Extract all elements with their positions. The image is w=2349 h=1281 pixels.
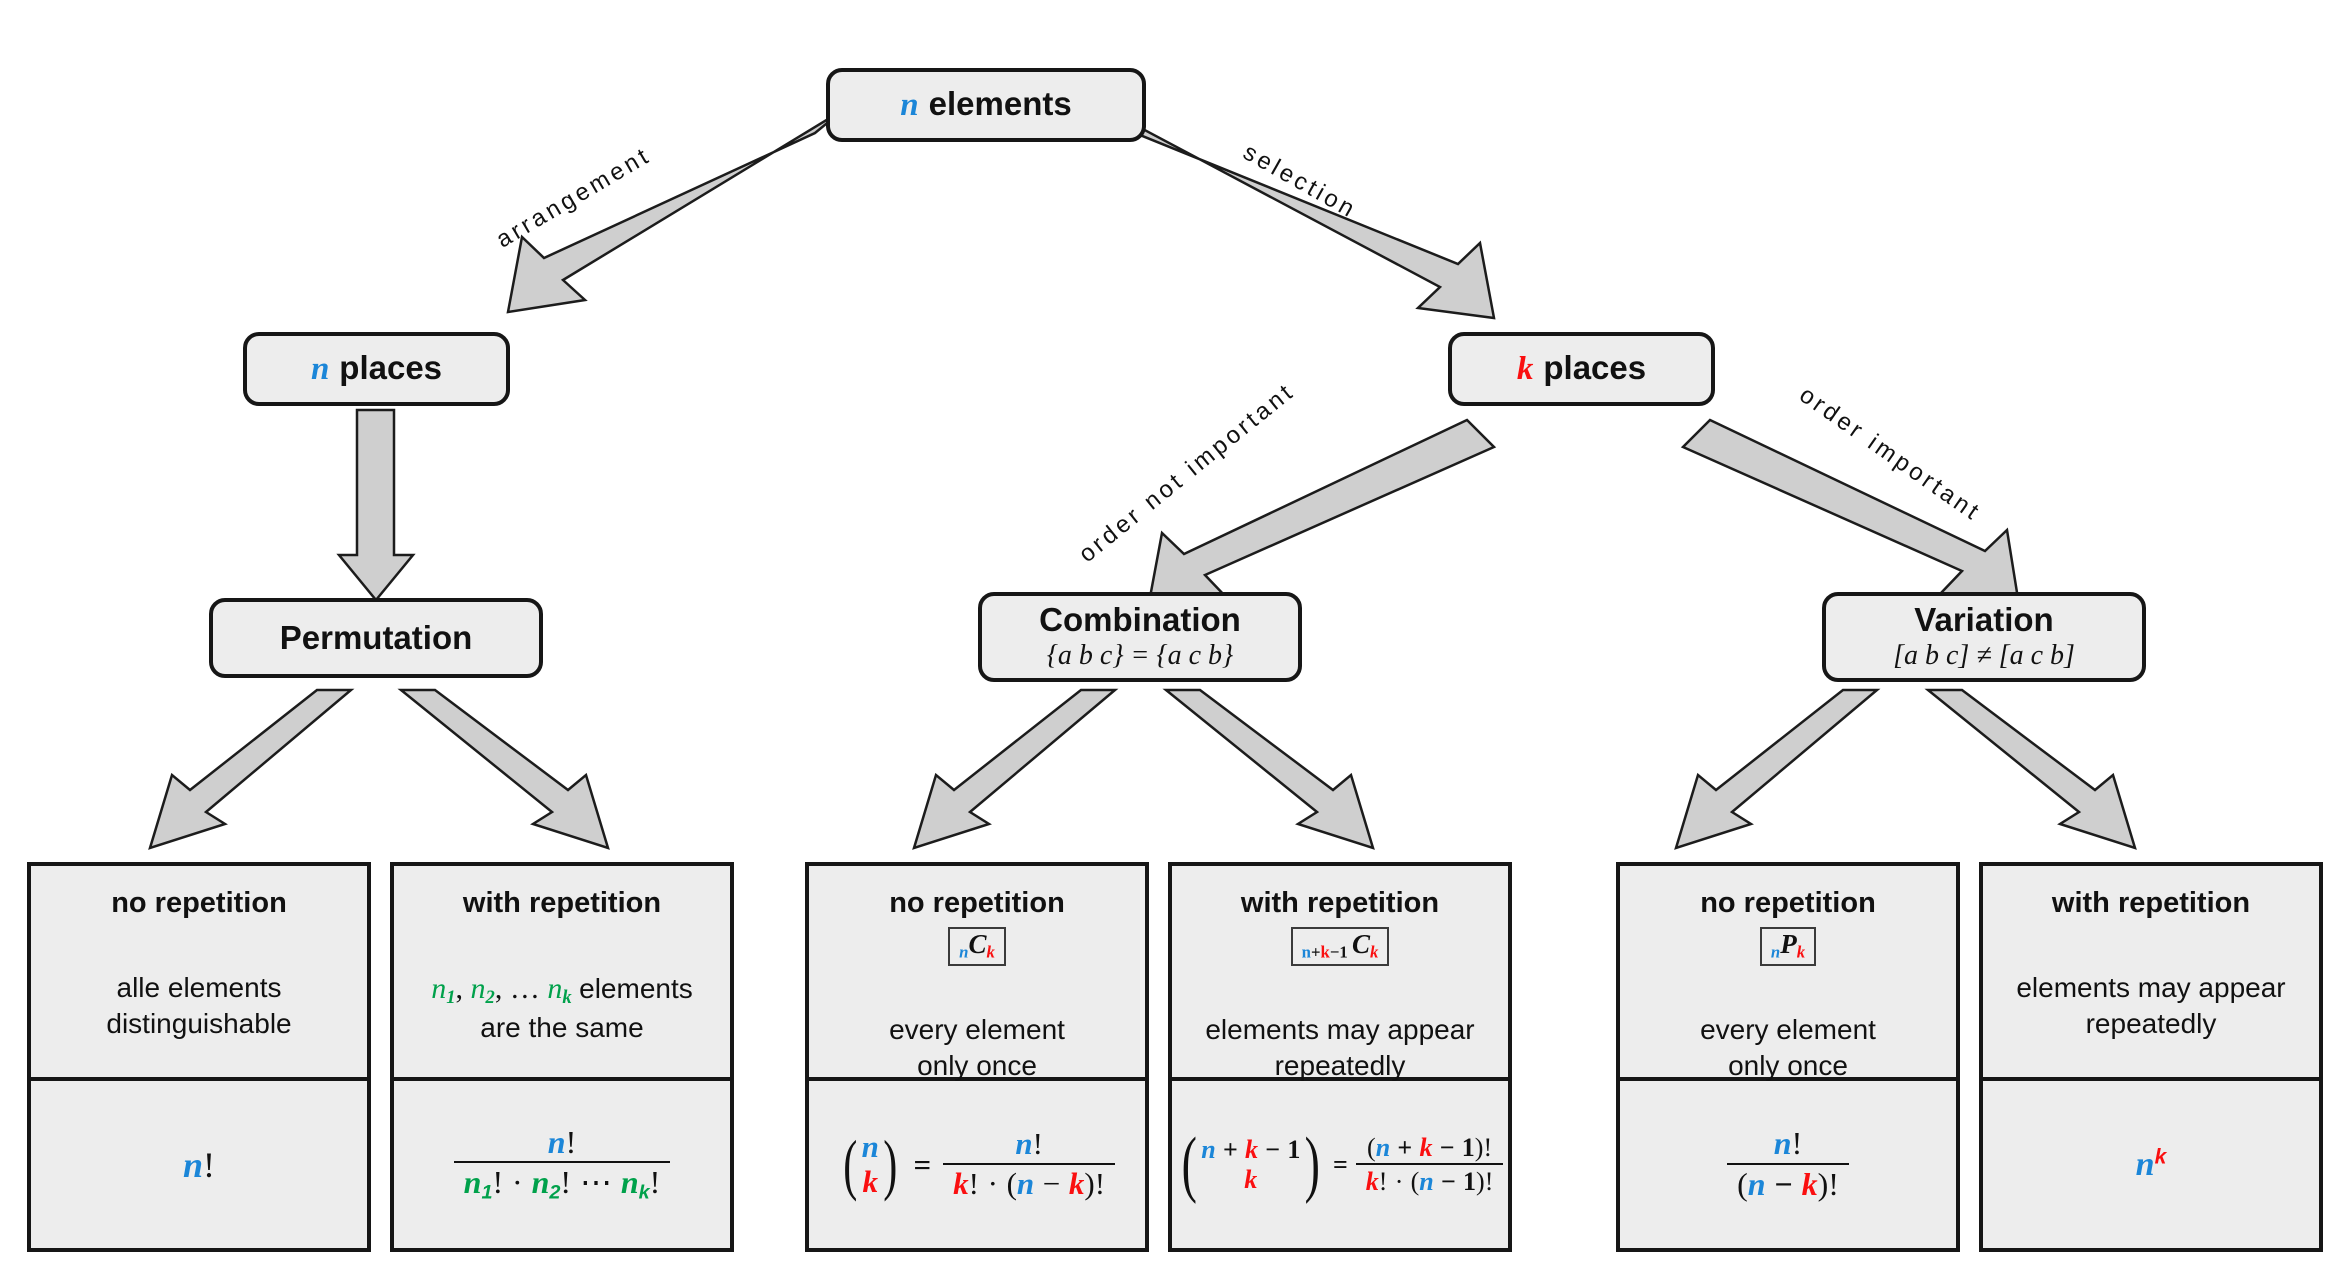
arrow-n-places-to-permutation: [336, 408, 416, 602]
card2-formula: n! n1! · n2! ⋯ nk!: [394, 1081, 730, 1248]
card5-description: every element only once: [1700, 1014, 1876, 1081]
card4-badge-npkm1Ck: n+k−1 Ck: [1290, 926, 1390, 967]
card5-badge-nPk: nPk: [1759, 926, 1817, 967]
group-sizes: n1, n2, … nk: [431, 972, 572, 1009]
edge-label-selection: selection: [1238, 138, 1362, 225]
card3-upper: no repetition nCk every element only onc…: [809, 866, 1145, 1081]
node-variation[interactable]: Variation [a b c] ≠ [a c b]: [1822, 592, 2146, 682]
card5-formula: n! (n − k)!: [1620, 1081, 1956, 1248]
card5-header: no repetition: [1700, 887, 1876, 919]
edge-label-order-not-important: order not important: [1073, 377, 1301, 568]
card1-upper: no repetition alle elements distinguisha…: [31, 866, 367, 1081]
card-combination-no-repetition[interactable]: no repetition nCk every element only onc…: [805, 862, 1149, 1252]
card3-description: every element only once: [889, 1014, 1065, 1081]
arrow-variation-to-card6: [1924, 688, 2137, 850]
arrow-combination-to-card4: [1162, 688, 1375, 850]
node-n-elements-text: elements: [928, 85, 1072, 123]
card2-upper: with repetition n1, n2, … nk elements ar…: [394, 866, 730, 1081]
card-permutation-no-repetition[interactable]: no repetition alle elements distinguisha…: [27, 862, 371, 1252]
node-combination[interactable]: Combination {a b c} = {a c b}: [978, 592, 1302, 682]
node-variation-sub: [a b c] ≠ [a c b]: [1893, 640, 2075, 672]
card6-formula: nk: [2135, 1145, 2167, 1183]
card4-header: with repetition: [1240, 887, 1440, 919]
card1-formula: n!: [182, 1144, 216, 1185]
card5-upper: no repetition nPk every element only onc…: [1620, 866, 1956, 1081]
card-permutation-with-repetition[interactable]: with repetition n1, n2, … nk elements ar…: [390, 862, 734, 1252]
edge-label-order-important: order important: [1794, 381, 1987, 527]
card4-upper: with repetition n+k−1 Ck elements may ap…: [1172, 866, 1508, 1081]
card2-description: n1, n2, … nk elements are the same: [431, 972, 693, 1043]
card-variation-no-repetition[interactable]: no repetition nPk every element only onc…: [1616, 862, 1960, 1252]
card4-formula: ( n + k − 1 k ) =: [1172, 1081, 1508, 1248]
arrow-permutation-to-card2: [397, 688, 610, 850]
arrow-combination-to-card3: [912, 688, 1119, 850]
node-combination-title: Combination: [1039, 600, 1241, 638]
card6-header: with repetition: [2051, 887, 2251, 919]
card-variation-with-repetition[interactable]: with repetition elements may appear repe…: [1979, 862, 2323, 1252]
node-combination-sub: {a b c} = {a c b}: [1046, 640, 1234, 672]
node-variation-title: Variation: [1914, 600, 2054, 638]
symbol-n: n: [310, 351, 330, 388]
card4-description: elements may appear repeatedly: [1205, 1014, 1475, 1081]
node-permutation-title: Permutation: [279, 618, 473, 656]
edge-label-arrangement: arrangement: [491, 141, 656, 254]
arrow-root-to-k-places: [1106, 108, 1496, 320]
card1-header: no repetition: [111, 887, 287, 919]
arrow-permutation-to-card1: [148, 688, 355, 850]
node-k-places-text: places: [1543, 349, 1647, 387]
card6-description: elements may appear repeatedly: [2016, 972, 2286, 1039]
symbol-n: n: [900, 87, 919, 124]
card6-upper: with repetition elements may appear repe…: [1983, 866, 2319, 1081]
arrow-variation-to-card5: [1674, 688, 1881, 850]
node-n-places-text: places: [339, 349, 443, 387]
card3-header: no repetition: [889, 887, 1065, 919]
card1-description: alle elements distinguishable: [106, 972, 292, 1039]
card-combination-with-repetition[interactable]: with repetition n+k−1 Ck elements may ap…: [1168, 862, 1512, 1252]
card3-badge-nCk: nCk: [948, 926, 1006, 967]
symbol-k: k: [1516, 351, 1534, 388]
card2-header: with repetition: [462, 887, 662, 919]
card3-formula: ( n k ) = n! k! · (n −: [809, 1081, 1145, 1248]
node-permutation[interactable]: Permutation: [209, 598, 543, 678]
